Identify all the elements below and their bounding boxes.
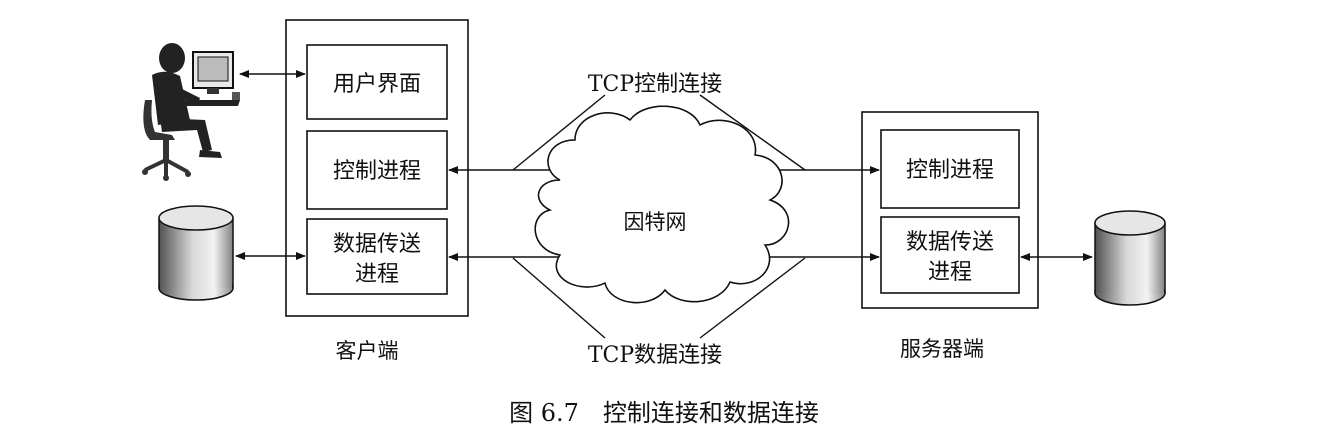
server-data-label-line1: 数据传送 [906,230,994,255]
client-control-label: 控制进程 [333,159,421,184]
client-control-module [306,130,448,210]
server-control-module [880,129,1020,209]
data-connection-label: TCP数据连接 [588,343,722,368]
client-database-icon [158,205,234,301]
control-connection-label: TCP控制连接 [588,72,722,97]
user-at-computer-icon [142,43,240,181]
client-data-label-line1: 数据传送 [333,232,421,257]
client-caption: 客户端 [336,339,399,363]
client-ui-label: 用户界面 [333,72,421,97]
figure-caption: 图 6.7 控制连接和数据连接 [509,399,819,427]
server-data-module [880,216,1020,294]
client-data-module [306,218,448,295]
client-data-label-line2: 进程 [355,262,399,287]
connection-diamond [512,94,806,339]
server-data-label-line2: 进程 [928,260,972,285]
server-caption: 服务器端 [900,337,984,361]
network-label: 因特网 [624,210,687,234]
client-ui-module [306,44,448,120]
cloud-shape [534,105,790,304]
server-control-label: 控制进程 [906,158,994,183]
server-database-icon [1094,210,1166,306]
